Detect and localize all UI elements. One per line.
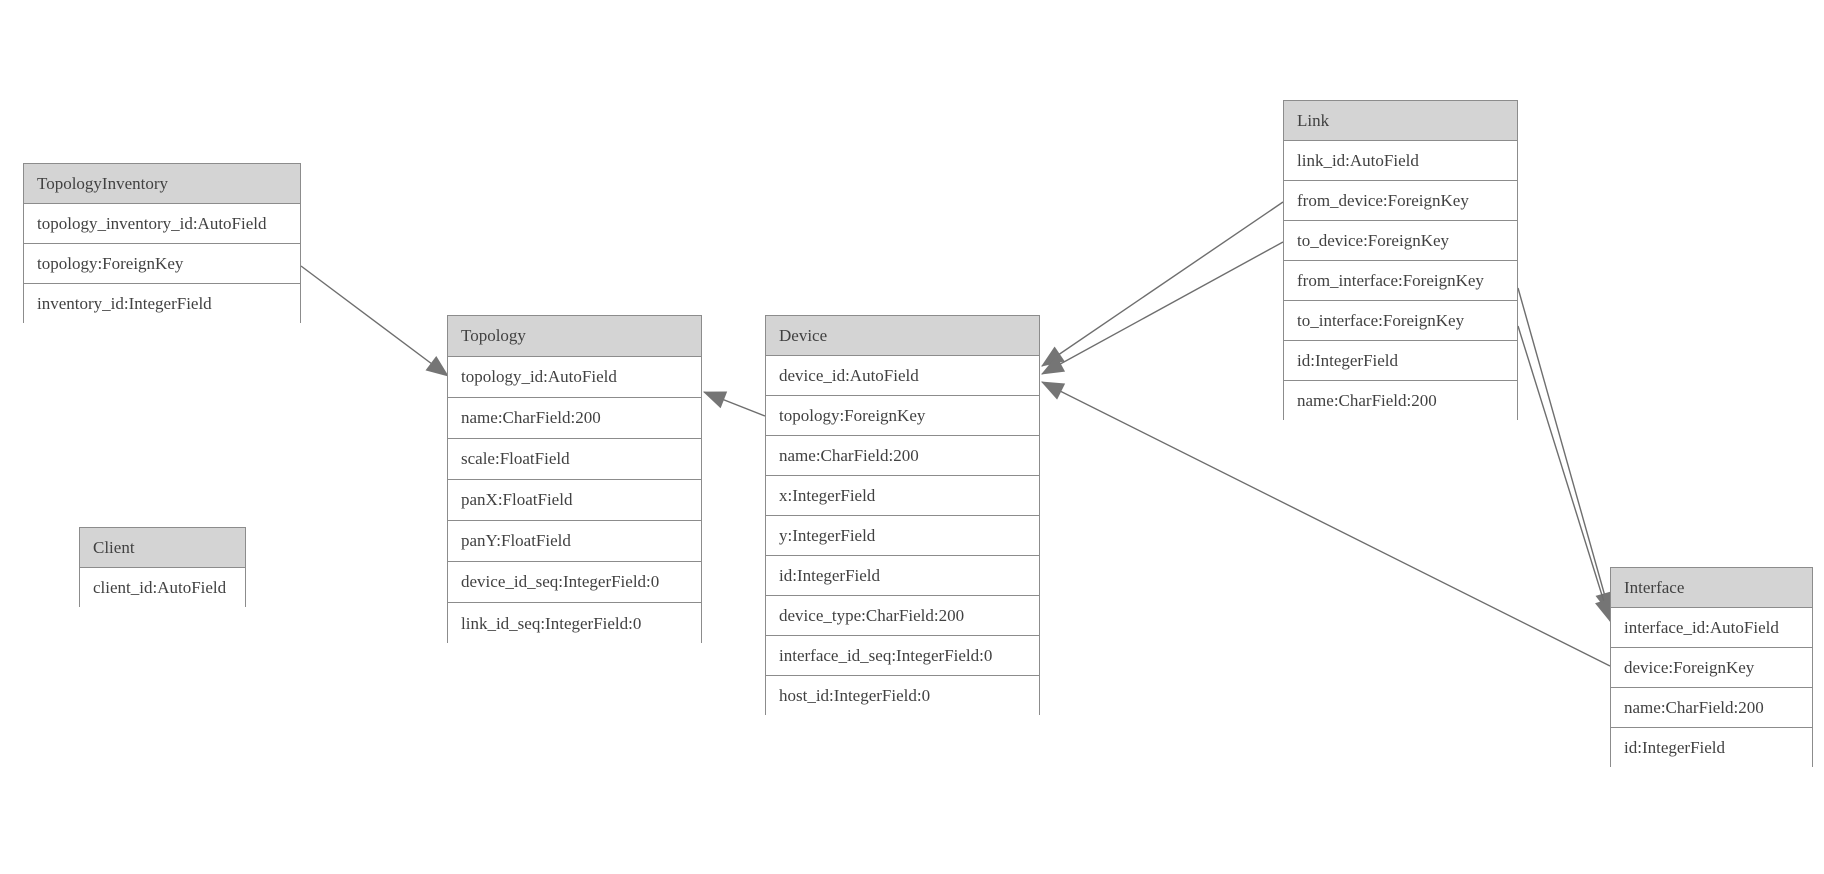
entity-field: to_device:ForeignKey	[1284, 221, 1517, 261]
entity-field: host_id:IntegerField:0	[766, 676, 1039, 716]
entity-field: device_id_seq:IntegerField:0	[448, 562, 701, 603]
entity-field: device_id:AutoField	[766, 356, 1039, 396]
entity-field: topology:ForeignKey	[766, 396, 1039, 436]
entity-field: link_id:AutoField	[1284, 141, 1517, 181]
entity-field: inventory_id:IntegerField	[24, 284, 300, 324]
entity-field: interface_id_seq:IntegerField:0	[766, 636, 1039, 676]
entity-field: device_type:CharField:200	[766, 596, 1039, 636]
edge-link-from-device	[1041, 201, 1284, 367]
entity-title: Interface	[1611, 568, 1812, 608]
entity-field: topology_inventory_id:AutoField	[24, 204, 300, 244]
entity-field: y:IntegerField	[766, 516, 1039, 556]
entity-field: topology_id:AutoField	[448, 357, 701, 398]
entity-field: name:CharField:200	[1284, 381, 1517, 421]
entity-field: from_device:ForeignKey	[1284, 181, 1517, 221]
entity-field: id:IntegerField	[1284, 341, 1517, 381]
edge-link-to-device	[1041, 241, 1284, 375]
entity-field: panY:FloatField	[448, 521, 701, 562]
entity-title: Client	[80, 528, 245, 568]
edge-link-to-interface	[1517, 325, 1613, 623]
entity-field: name:CharField:200	[448, 398, 701, 439]
entity-field: client_id:AutoField	[80, 568, 245, 608]
entity-field: name:CharField:200	[766, 436, 1039, 476]
entity-field: scale:FloatField	[448, 439, 701, 480]
entity-title: Link	[1284, 101, 1517, 141]
edge-device-topology	[702, 391, 766, 417]
edge-interface-device	[1040, 381, 1611, 667]
entity-field: from_interface:ForeignKey	[1284, 261, 1517, 301]
entity-field: device:ForeignKey	[1611, 648, 1812, 688]
entity-field: interface_id:AutoField	[1611, 608, 1812, 648]
entity-title: TopologyInventory	[24, 164, 300, 204]
edge-link-from-interface	[1517, 287, 1613, 616]
entity-field: link_id_seq:IntegerField:0	[448, 603, 701, 644]
entity-field: id:IntegerField	[766, 556, 1039, 596]
entity-field: panX:FloatField	[448, 480, 701, 521]
entity-field: to_interface:ForeignKey	[1284, 301, 1517, 341]
entity-field: topology:ForeignKey	[24, 244, 300, 284]
entity-field: name:CharField:200	[1611, 688, 1812, 728]
entity-title: Topology	[448, 316, 701, 357]
entity-field: id:IntegerField	[1611, 728, 1812, 768]
entity-field: x:IntegerField	[766, 476, 1039, 516]
edge-topologyinventory-topology	[300, 265, 449, 377]
entity-title: Device	[766, 316, 1039, 356]
